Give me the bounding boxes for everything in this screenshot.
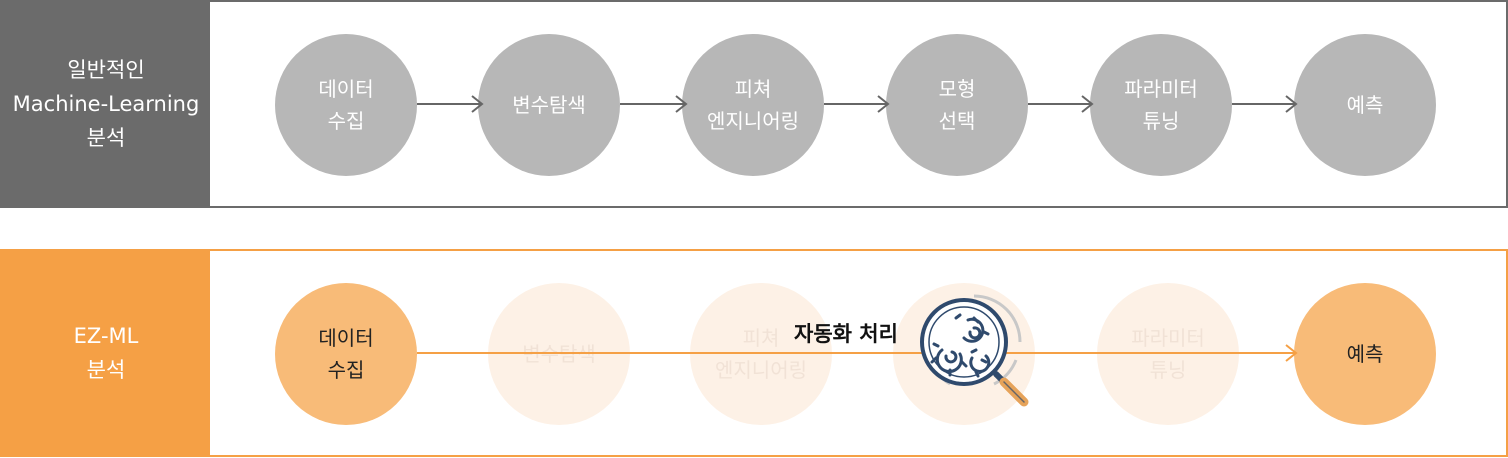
general-step-feature-engineering: 피쳐 엔지니어링 [682,34,824,176]
general-step-parameter-tuning: 파라미터 튜닝 [1090,34,1232,176]
ezml-step-feature-engineering: 피쳐 엔지니어링 [690,283,832,425]
ezml-label: EZ-ML 분석 [2,251,210,455]
general-step-3-line-1: 피쳐 [734,77,772,101]
general-ml-label-line-2: Machine-Learning [12,92,200,116]
general-step-variable-exploration: 변수탐색 [478,34,620,176]
magnifier-gears-icon [920,294,1029,407]
general-step-prediction: 예측 [1294,34,1436,176]
general-step-5-line-2: 튜닝 [1142,109,1180,133]
general-step-5-line-1: 파라미터 [1124,77,1198,101]
ezml-step-prediction: 예측 [1294,283,1436,425]
ezml-step-5-line-1: 파라미터 [1131,326,1205,350]
general-step-4-line-1: 모형 [938,77,976,101]
ezml-step-data-collection: 데이터 수집 [275,283,417,425]
ezml-step-1-line-2: 수집 [327,358,365,382]
general-step-2-line-1: 변수탐색 [512,93,586,117]
ezml-step-1-line-1: 데이터 [318,326,374,350]
general-ml-label-line-1: 일반적인 [67,58,145,82]
general-step-model-selection: 모형 선택 [886,34,1028,176]
ezml-step-variable-exploration: 변수탐색 [488,283,630,425]
general-step-data-collection: 데이터 수집 [275,34,417,176]
general-step-3-line-2: 엔지니어링 [707,109,799,133]
general-ml-label: 일반적인 Machine-Learning 분석 [2,2,210,206]
general-step-1-line-2: 수집 [327,109,365,133]
ezml-label-line-1: EZ-ML [73,324,139,348]
general-ml-label-line-3: 분석 [86,126,126,150]
general-step-4-line-2: 선택 [938,109,976,133]
ezml-step-6-line-1: 예측 [1346,342,1384,366]
ezml-step-parameter-tuning: 파라미터 튜닝 [1097,283,1239,425]
general-step-1-line-1: 데이터 [318,77,374,101]
ezml-step-2-line-1: 변수탐색 [522,342,596,366]
ezml-step-3-line-1: 피쳐 [742,326,780,350]
auto-processing-label: 자동화 처리 [794,322,898,346]
general-step-6-line-1: 예측 [1346,93,1384,117]
ezml-label-line-2: 분석 [86,358,126,382]
ezml-step-5-line-2: 튜닝 [1149,358,1187,382]
ezml-step-3-line-2: 엔지니어링 [715,358,807,382]
